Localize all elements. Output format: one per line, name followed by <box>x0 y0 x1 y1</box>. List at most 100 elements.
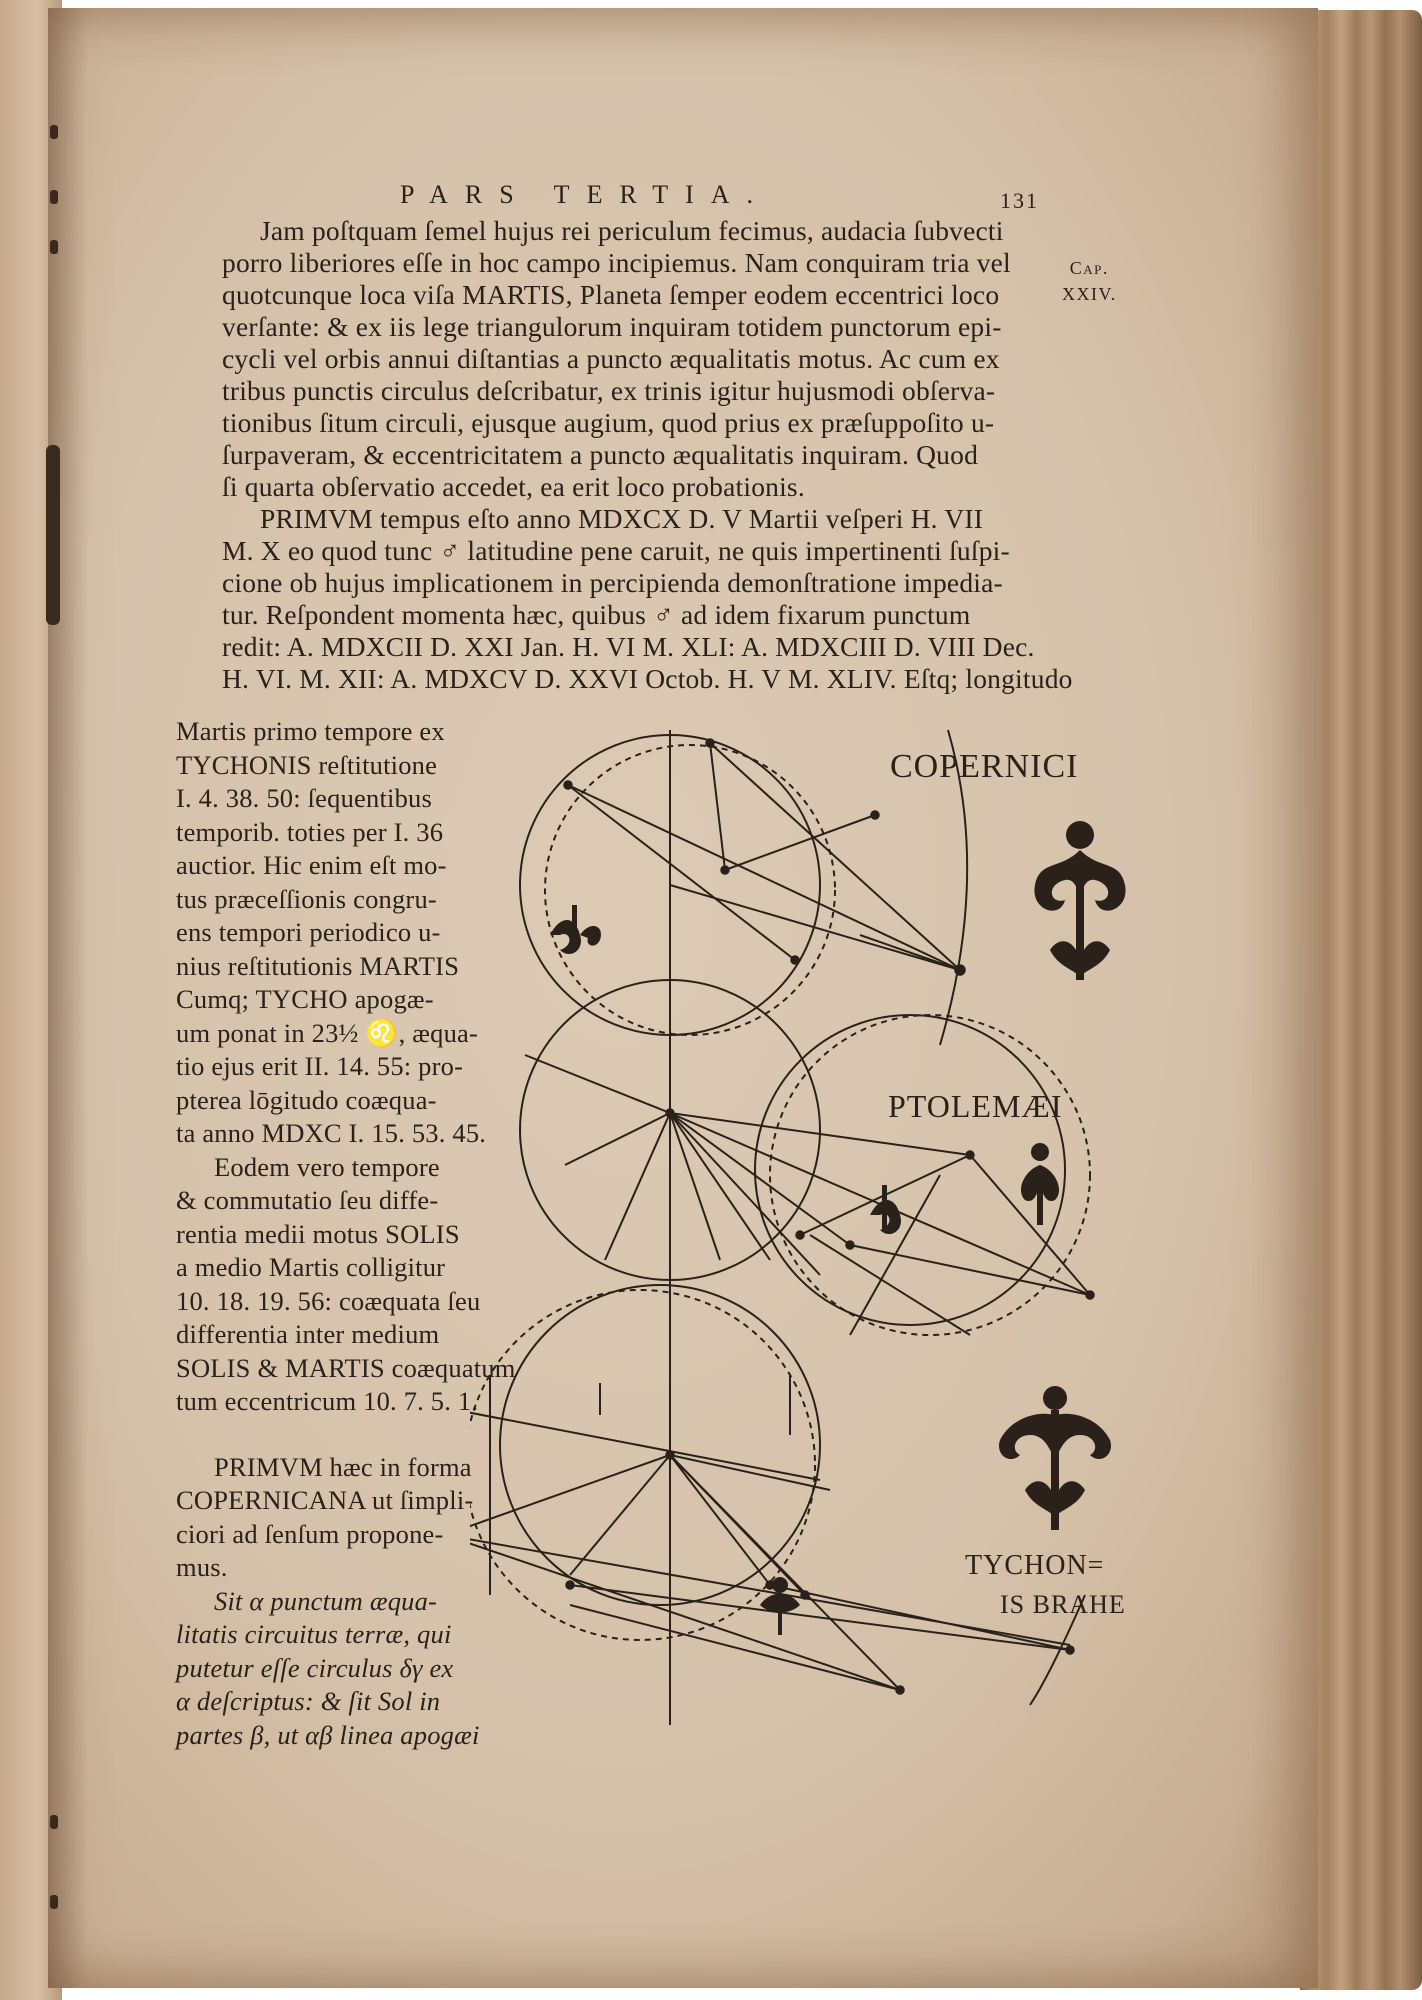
point-marker <box>954 964 966 976</box>
diagram-line <box>669 1112 771 1261</box>
binding-hole <box>50 190 58 204</box>
binding-hole <box>50 1895 58 1909</box>
text-line: α deſcriptus: & ſit Sol in <box>176 1686 441 1716</box>
margin-note-line: XXIV. <box>1062 284 1117 304</box>
main-text-block: Jam poſtquam ſemel hujus rei periculum f… <box>222 215 1073 695</box>
text-line: tur. Reſpondent momenta hæc, quibus ♂ ad… <box>222 599 971 630</box>
diagram-line <box>564 1112 671 1166</box>
page-number: 131 <box>1000 188 1039 213</box>
point-marker <box>845 1240 855 1250</box>
diagram-line <box>569 1584 1071 1651</box>
text-line: Eodem vero tempore <box>214 1151 440 1182</box>
diagram-line <box>567 784 796 961</box>
binding-hole <box>50 240 58 254</box>
fleuron-ornament <box>870 1185 901 1235</box>
text-line: Jam poſtquam ſemel hujus rei periculum f… <box>260 215 1004 246</box>
text-line: tus præceſſionis congru- <box>176 883 437 914</box>
diagram-line <box>569 1604 901 1691</box>
ptolemaei-dashed-circle <box>769 1014 1091 1336</box>
binding-hole <box>50 125 58 139</box>
tychonis-label-2: IS BRAHE <box>1000 1590 1126 1619</box>
point-marker <box>965 1150 975 1160</box>
point-marker <box>705 738 715 748</box>
binding-damage <box>46 445 60 625</box>
diagram-line <box>709 742 961 971</box>
text-line: tribus punctis circulus deſcribatur, ex … <box>222 375 996 406</box>
text-line: auctior. Hic enim eſt mo- <box>176 850 447 880</box>
tychonis-circle <box>499 1284 821 1606</box>
diagram-line <box>669 884 961 971</box>
text-line: nius reſtitutionis MARTIS <box>176 950 460 981</box>
diagram-line <box>429 1404 821 1481</box>
paragraph-gap <box>176 1419 496 1451</box>
arc-line <box>1029 1594 1086 1706</box>
text-line: & commutatio ſeu diffe- <box>176 1185 439 1215</box>
text-line: M. X eo quod tunc ♂ latitudine pene caru… <box>222 535 1010 566</box>
text-line: tio ejus erit II. 14. 55: pro- <box>176 1051 464 1081</box>
text-line: H. VI. M. XII: A. MDXCV D. XXVI Octob. H… <box>222 663 1073 694</box>
tychonis-dashed-circle <box>464 1289 816 1641</box>
diagram-line <box>669 1112 821 1276</box>
point-marker <box>665 1450 675 1460</box>
text-line: temporib. toties per I. 36 <box>176 816 444 847</box>
text-line: tionibus ſitum circuli, ejusque augium, … <box>222 407 995 438</box>
text-line: ſurpaveram, & eccentricitatem a puncto æ… <box>222 439 979 470</box>
ptolemaei-left-circle <box>519 979 821 1281</box>
text-line: TYCHONIS reſtitutione <box>176 749 438 780</box>
text-line: PRIMVM tempus eſto anno MDXCX D. V Marti… <box>260 503 984 534</box>
diagram-line <box>444 1534 901 1691</box>
diagram-line <box>569 1454 671 1576</box>
point-marker <box>895 1685 905 1695</box>
point-marker <box>870 810 880 820</box>
fleuron-ornament <box>1020 1143 1060 1225</box>
diagram-line <box>604 1112 671 1261</box>
diagram-line <box>849 1244 1091 1296</box>
text-line: Martis primo tempore ex <box>176 716 445 746</box>
running-head: PARS TERTIA. <box>400 180 771 209</box>
page <box>48 8 1318 1988</box>
copernici-label: COPERNICI <box>890 748 1079 785</box>
point-marker <box>790 955 800 965</box>
text-line: I. 4. 38. 50: ſequentibus <box>176 783 432 813</box>
text-line: putetur eſſe circulus δγ ex <box>176 1652 454 1683</box>
ptolemaei-label: PTOLEMÆI <box>888 1088 1063 1124</box>
diagram-line <box>669 1112 851 1246</box>
point-marker <box>1085 1290 1095 1300</box>
diagram-line <box>669 1112 971 1156</box>
diagram-line <box>859 934 961 971</box>
text-line: ens tempori periodico u- <box>176 917 441 947</box>
text-line: porro liberiores eſſe in hoc campo incip… <box>222 247 1011 278</box>
astronomical-diagram <box>409 715 1160 1745</box>
diagram-line <box>669 1454 771 1586</box>
spine-shadow <box>48 8 88 1988</box>
copernici-dashed-circle <box>544 744 836 1036</box>
text-line: tum eccentricum 10. 7. 5. 1. <box>176 1386 479 1416</box>
text-line: redit: A. MDXCII D. XXI Jan. H. VI M. XL… <box>222 631 1035 662</box>
point-marker <box>1065 1645 1075 1655</box>
ptolemaei-right-circle <box>754 1014 1066 1326</box>
diagram-line <box>524 1054 671 1114</box>
diagram-line <box>567 784 961 971</box>
diagram-svg <box>409 729 1095 1725</box>
text-line: SOLIS & MARTIS coæquatum <box>176 1352 516 1383</box>
text-line: Cumq; TYCHO apogæ- <box>176 984 434 1014</box>
point-marker <box>665 1108 675 1118</box>
text-line: verſante: & ex iis lege triangulorum inq… <box>222 311 1002 342</box>
copernici-circle <box>519 734 821 1036</box>
fleuron-ornament <box>999 1386 1111 1530</box>
diagram-line <box>769 1584 1071 1651</box>
text-line: rentia medii motus SOLIS <box>176 1218 460 1249</box>
fleuron-ornament <box>1034 821 1126 980</box>
diagram-line <box>669 1454 901 1691</box>
text-line: 10. 18. 19. 56: coæquata ſeu <box>176 1285 481 1316</box>
text-line: COPERNICANA ut ſimpli- <box>176 1485 474 1515</box>
text-line: ſi quarta obſervatio accedet, ea erit lo… <box>222 471 805 502</box>
page-stack-edge <box>1300 10 1422 1990</box>
fleuron-ornament <box>550 905 601 955</box>
diagram-line <box>669 1454 831 1491</box>
chapter-margin-note: Cap. XXIV. <box>1062 255 1117 307</box>
text-line: differentia inter medium <box>176 1319 440 1349</box>
diagram-line <box>444 1454 671 1536</box>
text-line: PRIMVM hæc in forma <box>214 1451 472 1482</box>
